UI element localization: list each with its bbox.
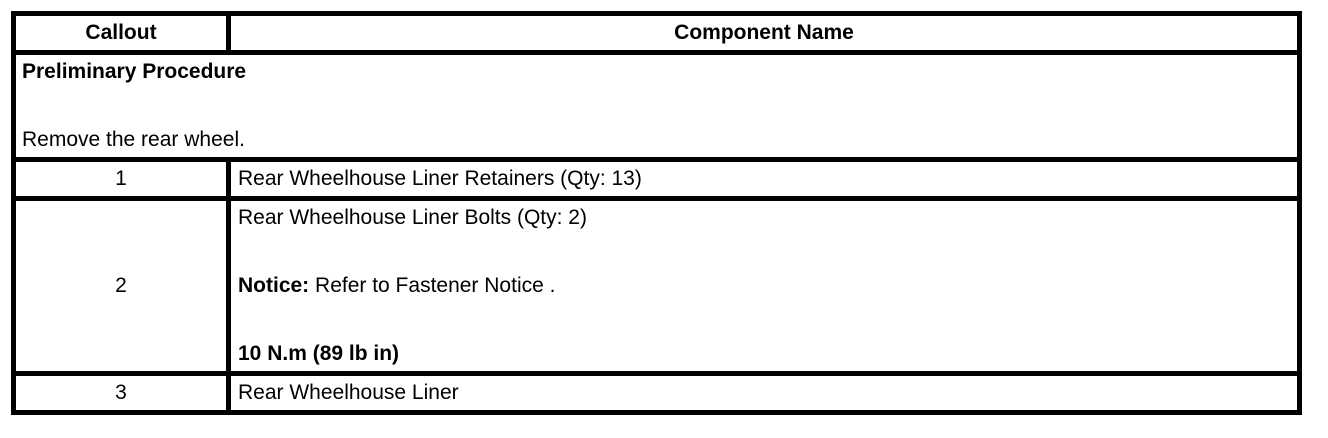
component-name-column-header: Component Name <box>226 11 1302 55</box>
callout-cell-3: 3 <box>11 371 231 415</box>
torque-spec: 10 N.m (89 lb in) <box>238 342 400 365</box>
notice-text: Refer to Fastener Notice . <box>309 274 556 297</box>
notice-line: Notice: Refer to Fastener Notice . <box>238 269 1291 303</box>
table-row-2: 2 Rear Wheelhouse Liner Bolts (Qty: 2) N… <box>11 196 1302 376</box>
callout-cell-1: 1 <box>11 157 231 201</box>
preliminary-procedure-row: Preliminary Procedure Remove the rear wh… <box>11 50 1302 162</box>
component-cell-2: Rear Wheelhouse Liner Bolts (Qty: 2) Not… <box>226 196 1302 376</box>
component-name-text: Rear Wheelhouse Liner Bolts (Qty: 2) <box>238 206 587 229</box>
blank-line <box>238 235 1291 269</box>
preliminary-procedure-instruction: Remove the rear wheel. <box>22 128 245 151</box>
component-cell-1: Rear Wheelhouse Liner Retainers (Qty: 13… <box>226 157 1302 201</box>
preliminary-procedure-cell: Preliminary Procedure Remove the rear wh… <box>11 50 1302 162</box>
blank-line <box>22 89 1291 123</box>
table-row-3: 3 Rear Wheelhouse Liner <box>11 371 1302 415</box>
callout-cell-2: 2 <box>11 196 231 376</box>
component-cell-3: Rear Wheelhouse Liner <box>226 371 1302 415</box>
notice-label: Notice: <box>238 274 310 297</box>
preliminary-procedure-title: Preliminary Procedure <box>22 60 247 83</box>
component-callout-table: Callout Component Name Preliminary Proce… <box>11 11 1302 415</box>
table-header-row: Callout Component Name <box>11 11 1302 55</box>
table-row-1: 1 Rear Wheelhouse Liner Retainers (Qty: … <box>11 157 1302 201</box>
callout-column-header: Callout <box>11 11 231 55</box>
blank-line <box>238 303 1291 337</box>
